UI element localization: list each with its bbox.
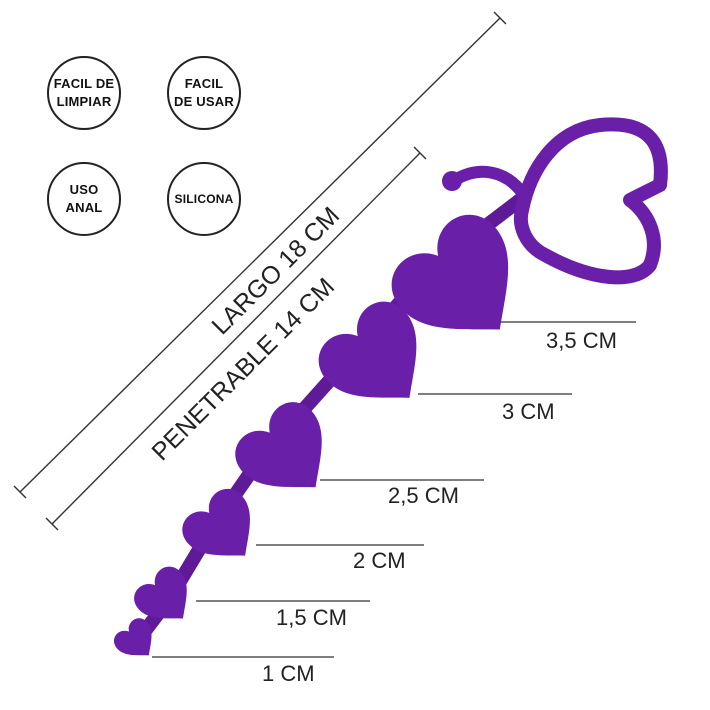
heart-loop-handle <box>514 117 668 285</box>
badge-text-line: FACIL DE <box>53 76 115 91</box>
largo-dimension-line <box>13 11 507 499</box>
badge-text-line: USO <box>69 182 99 197</box>
badge-uso-anal: USO ANAL <box>47 162 121 236</box>
bead-size-lines <box>152 321 636 658</box>
size-label-3-5cm: 3,5 CM <box>546 328 617 353</box>
bead-2-5cm <box>225 392 351 517</box>
handle-ball-tip <box>442 171 462 191</box>
size-label-2cm: 2 CM <box>353 548 406 573</box>
penetrable-dimension-line <box>45 146 427 531</box>
badge-text-line: FACIL <box>184 76 224 91</box>
badge-facil-de-limpiar: FACIL DE LIMPIAR <box>47 56 121 130</box>
badge-facil-de-usar: FACIL DE USAR <box>167 56 241 130</box>
badge-text-line: DE USAR <box>174 94 234 109</box>
badge-silicona: SILICONA <box>167 162 241 236</box>
badge-text-line: ANAL <box>65 200 103 215</box>
handle-arm <box>449 165 526 196</box>
size-label-3cm: 3 CM <box>502 399 555 424</box>
size-label-1cm: 1 CM <box>262 661 315 686</box>
badge-text-line: LIMPIAR <box>56 94 112 109</box>
size-label-1-5cm: 1,5 CM <box>276 605 347 630</box>
product-bead-chain <box>109 117 668 669</box>
badge-text-line: SILICONA <box>174 192 234 206</box>
size-label-2-5cm: 2,5 CM <box>388 483 459 508</box>
